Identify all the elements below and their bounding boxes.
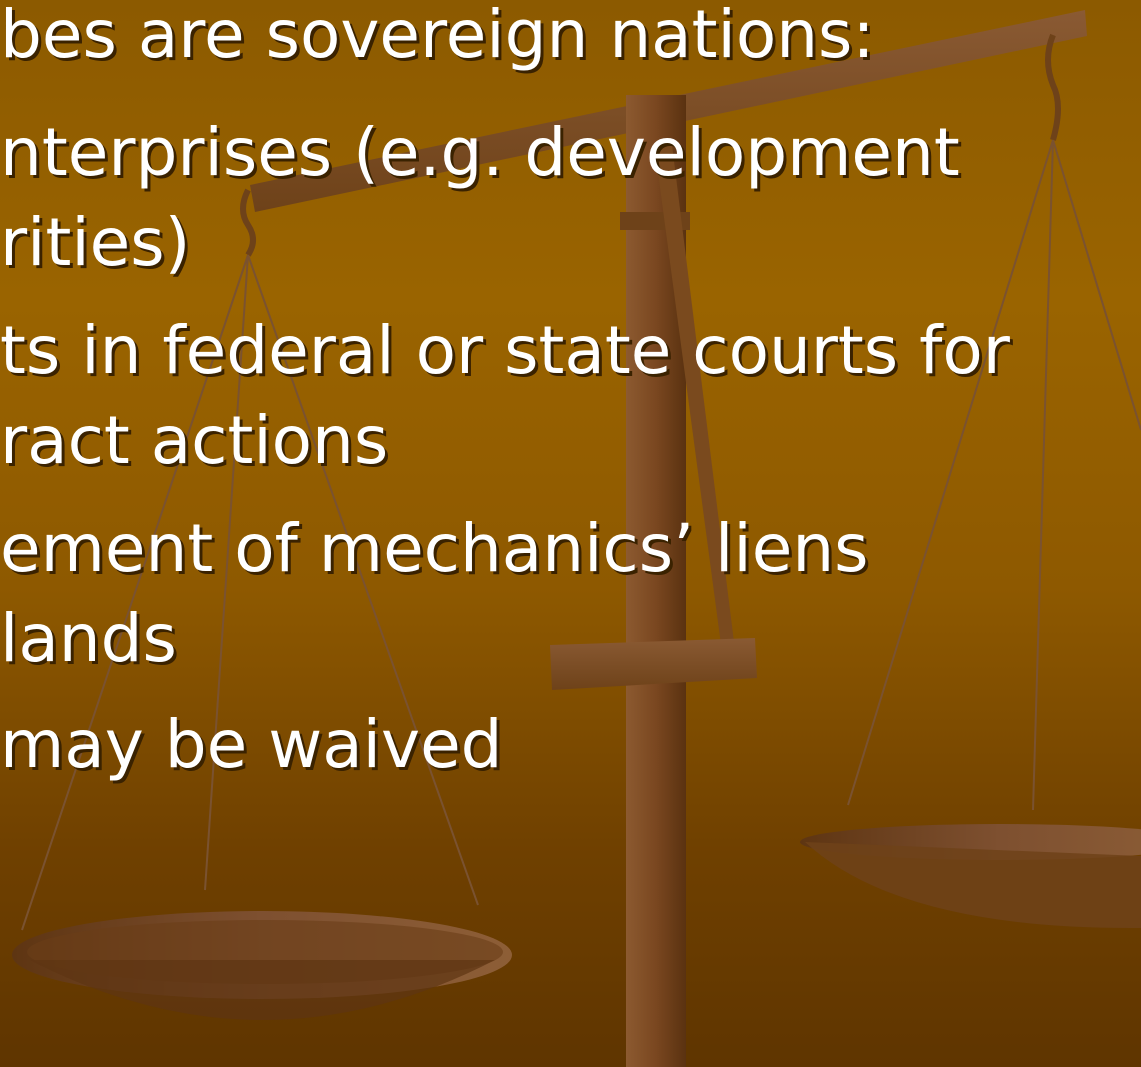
- bullet-line-1: bes are sovereign nations:: [0, 0, 875, 73]
- bullet-line-6: ement of mechanics’ liens: [0, 510, 869, 587]
- bullet-line-2: nterprises (e.g. development: [0, 114, 960, 191]
- bullet-line-5: ract actions: [0, 402, 389, 479]
- bullet-line-8: may be waived: [0, 706, 503, 783]
- bullet-line-4: ts in federal or state courts for: [0, 312, 1010, 389]
- bullet-line-7: lands: [0, 600, 177, 677]
- bullet-line-3: rities): [0, 204, 191, 281]
